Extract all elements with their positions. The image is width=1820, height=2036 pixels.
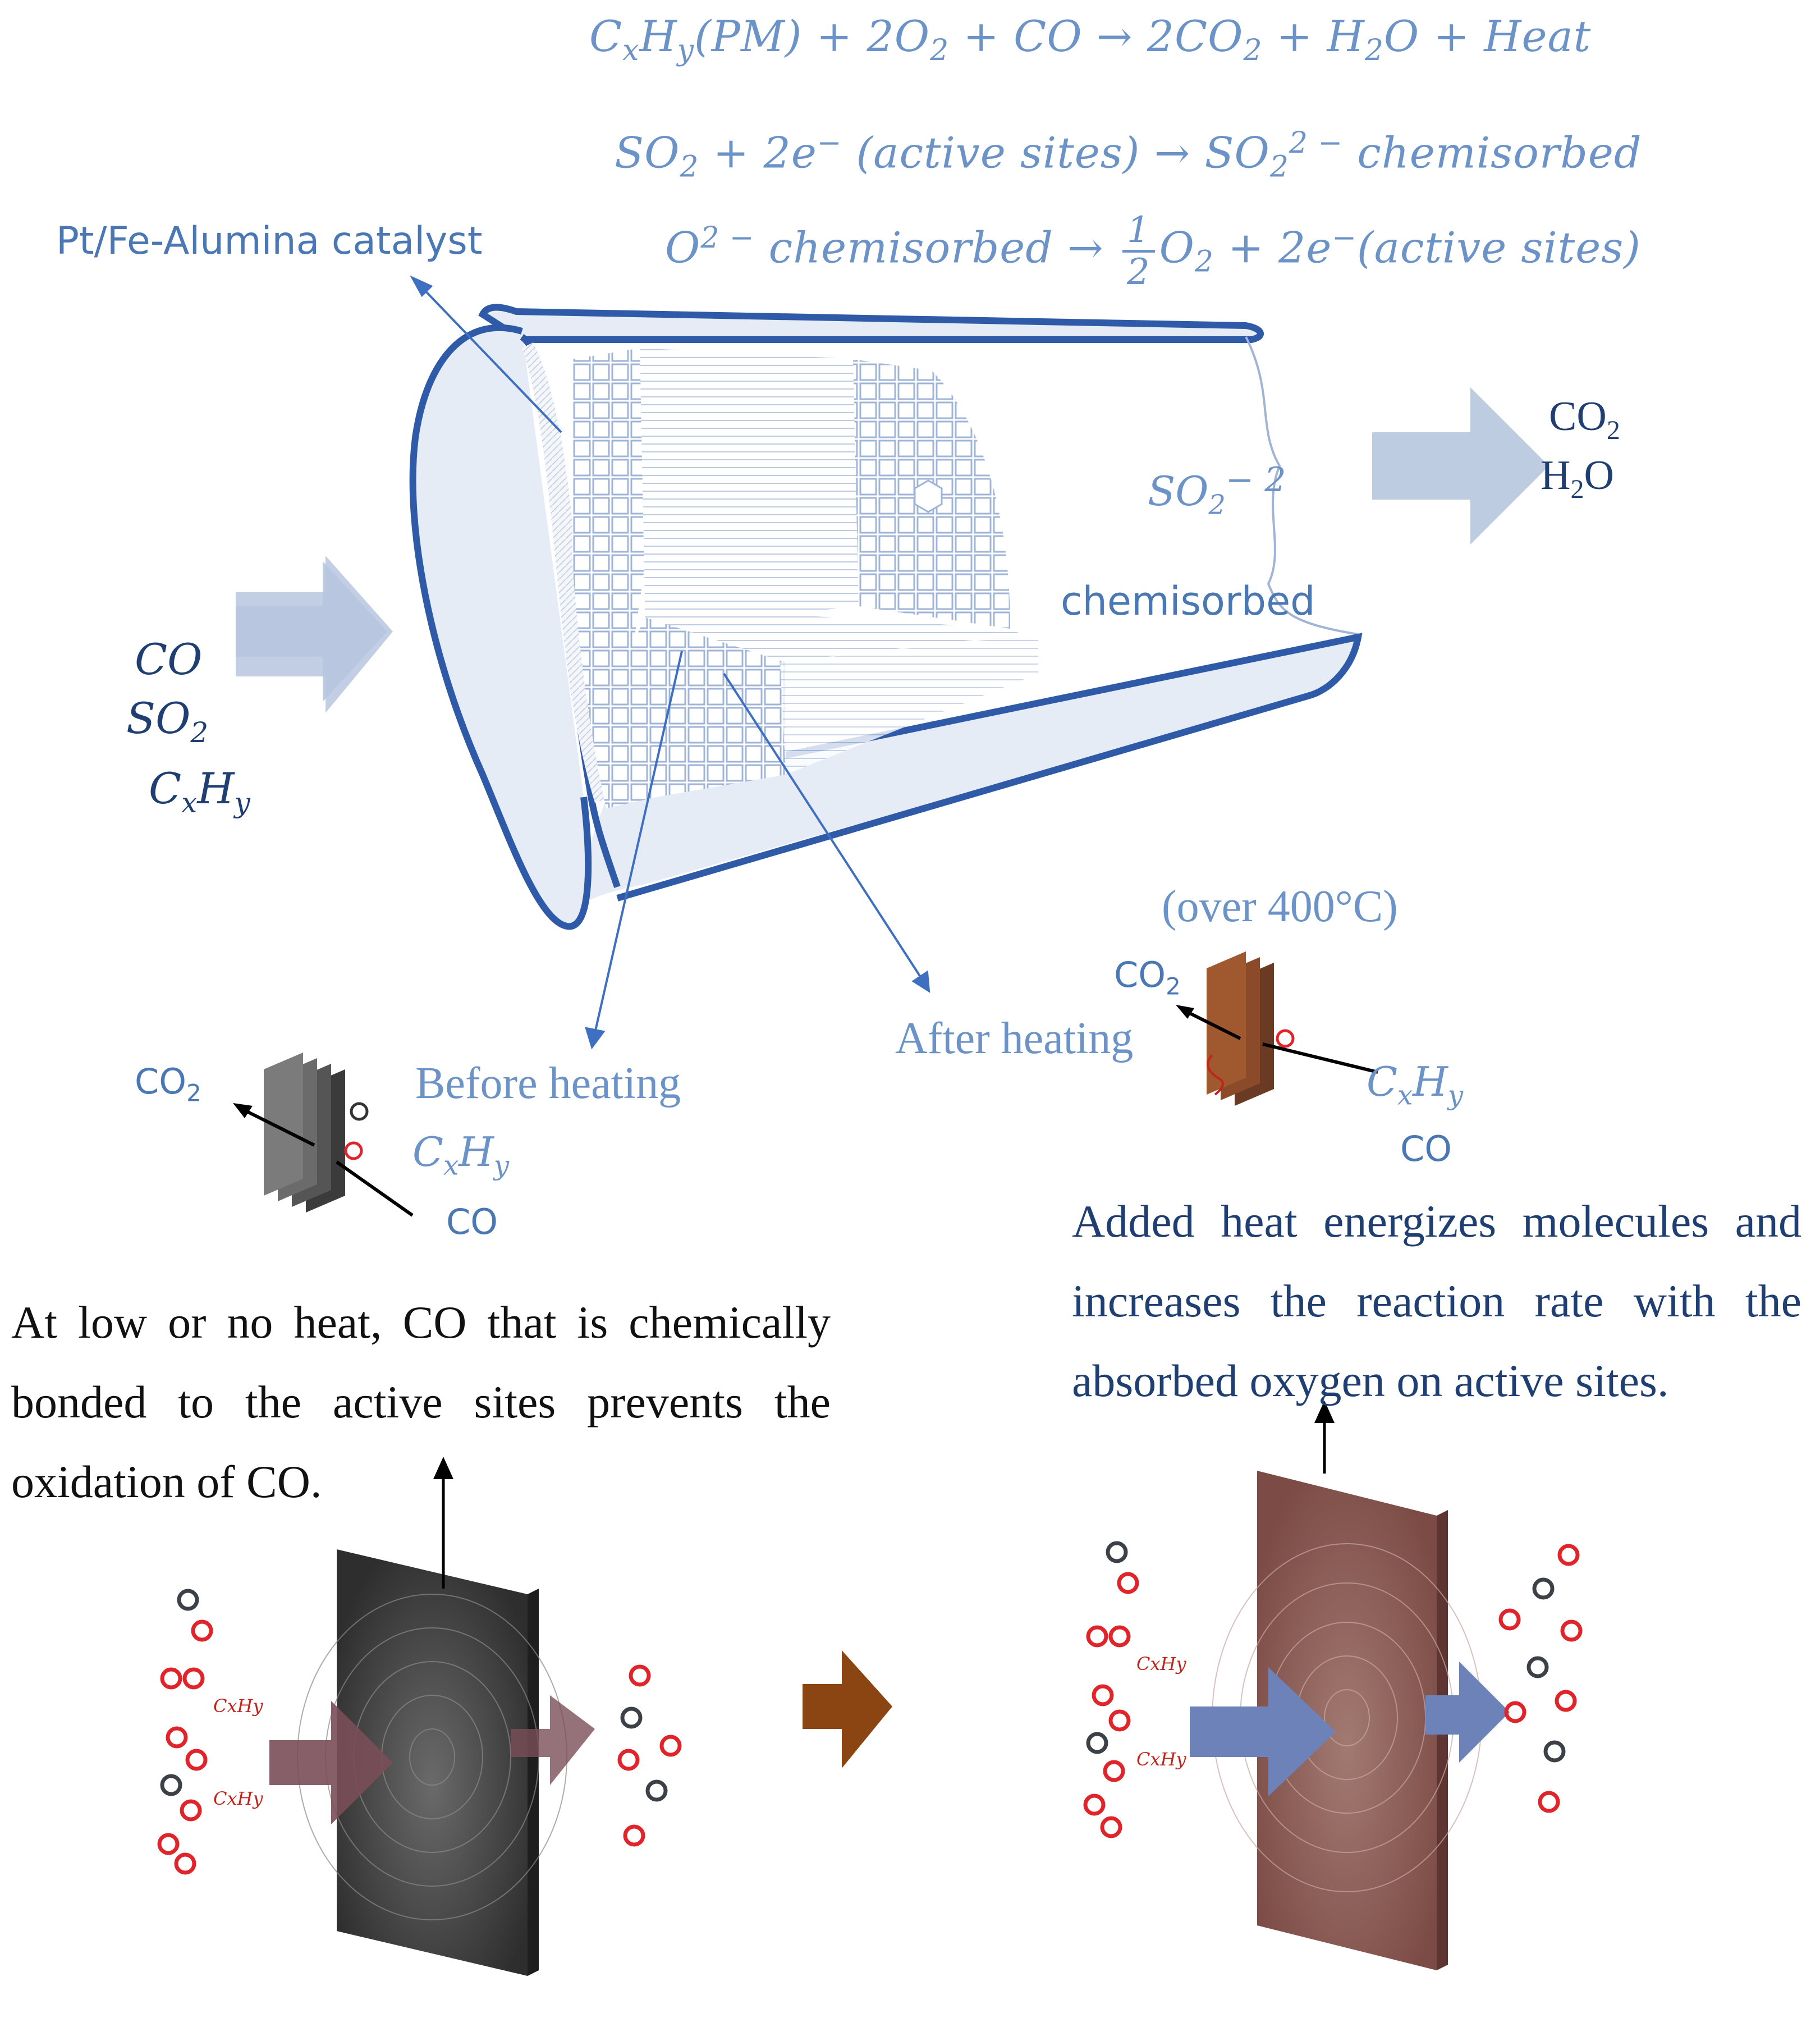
inlet-co: CO: [135, 634, 203, 684]
before-heating-label: Before heating: [415, 1059, 681, 1108]
large-brown-plate: [1212, 1401, 1482, 1970]
catalytic-converter-tube: [409, 304, 1363, 930]
so2-chemisorbed-formula: SO2− 2: [1148, 460, 1286, 521]
plate-label-right-a: CxHy: [1136, 1653, 1186, 1674]
plate-label-left-b: CxHy: [213, 1788, 263, 1809]
large-dark-plate: [297, 1457, 567, 1976]
right-small-cxhy: CxHy: [1367, 1058, 1464, 1111]
molecules-left: [157, 1589, 213, 1875]
left-small-cxhy: CxHy: [412, 1128, 510, 1182]
transition-arrow: [803, 1650, 892, 1768]
outflow-arrow-left: [511, 1695, 595, 1785]
small-brown-plate: [1176, 951, 1378, 1106]
over-400-label: (over 400°C): [1162, 882, 1398, 931]
inlet-cxhy: CxHy: [149, 763, 250, 820]
molecules-right-out: [1498, 1544, 1583, 1813]
after-heating-label: After heating: [895, 1014, 1134, 1063]
chemisorbed-label: chemisorbed: [1061, 578, 1315, 624]
right-small-co: CO: [1400, 1128, 1452, 1169]
catalyst-label: Pt/Fe-Alumina catalyst: [56, 219, 483, 263]
molecules-left-out: [617, 1664, 682, 1847]
left-small-co2: CO2: [135, 1061, 201, 1107]
equation-combustion: CxHy(PM) + 2O2 + CO → 2CO2 + H2O + Heat: [589, 11, 1592, 68]
small-dark-plate: [233, 1053, 414, 1217]
inlet-so2: SO2: [126, 693, 209, 749]
right-small-co2: CO2: [1114, 954, 1181, 1000]
added-heat-description: Added heat energizes molecules and incre…: [1072, 1196, 1801, 1406]
outlet-h2o: H2O: [1541, 452, 1614, 504]
plate-label-right-b: CxHy: [1136, 1749, 1186, 1770]
outlet-co2: CO2: [1549, 394, 1620, 445]
outlet-flow-arrow: [1372, 387, 1549, 545]
molecules-right: [1083, 1541, 1139, 1838]
plate-label-left-a: CxHy: [213, 1695, 263, 1717]
inflow-arrow-right: [1190, 1667, 1336, 1796]
outflow-arrow-right: [1425, 1662, 1510, 1763]
equation-so2-chemisorption: SO2 + 2e− (active sites) → SO22 − chemis…: [615, 126, 1642, 184]
left-small-co: CO: [446, 1201, 498, 1242]
inflow-arrow-left: [269, 1701, 393, 1824]
low-heat-description: At low or no heat, CO that is chemically…: [11, 1297, 831, 1507]
